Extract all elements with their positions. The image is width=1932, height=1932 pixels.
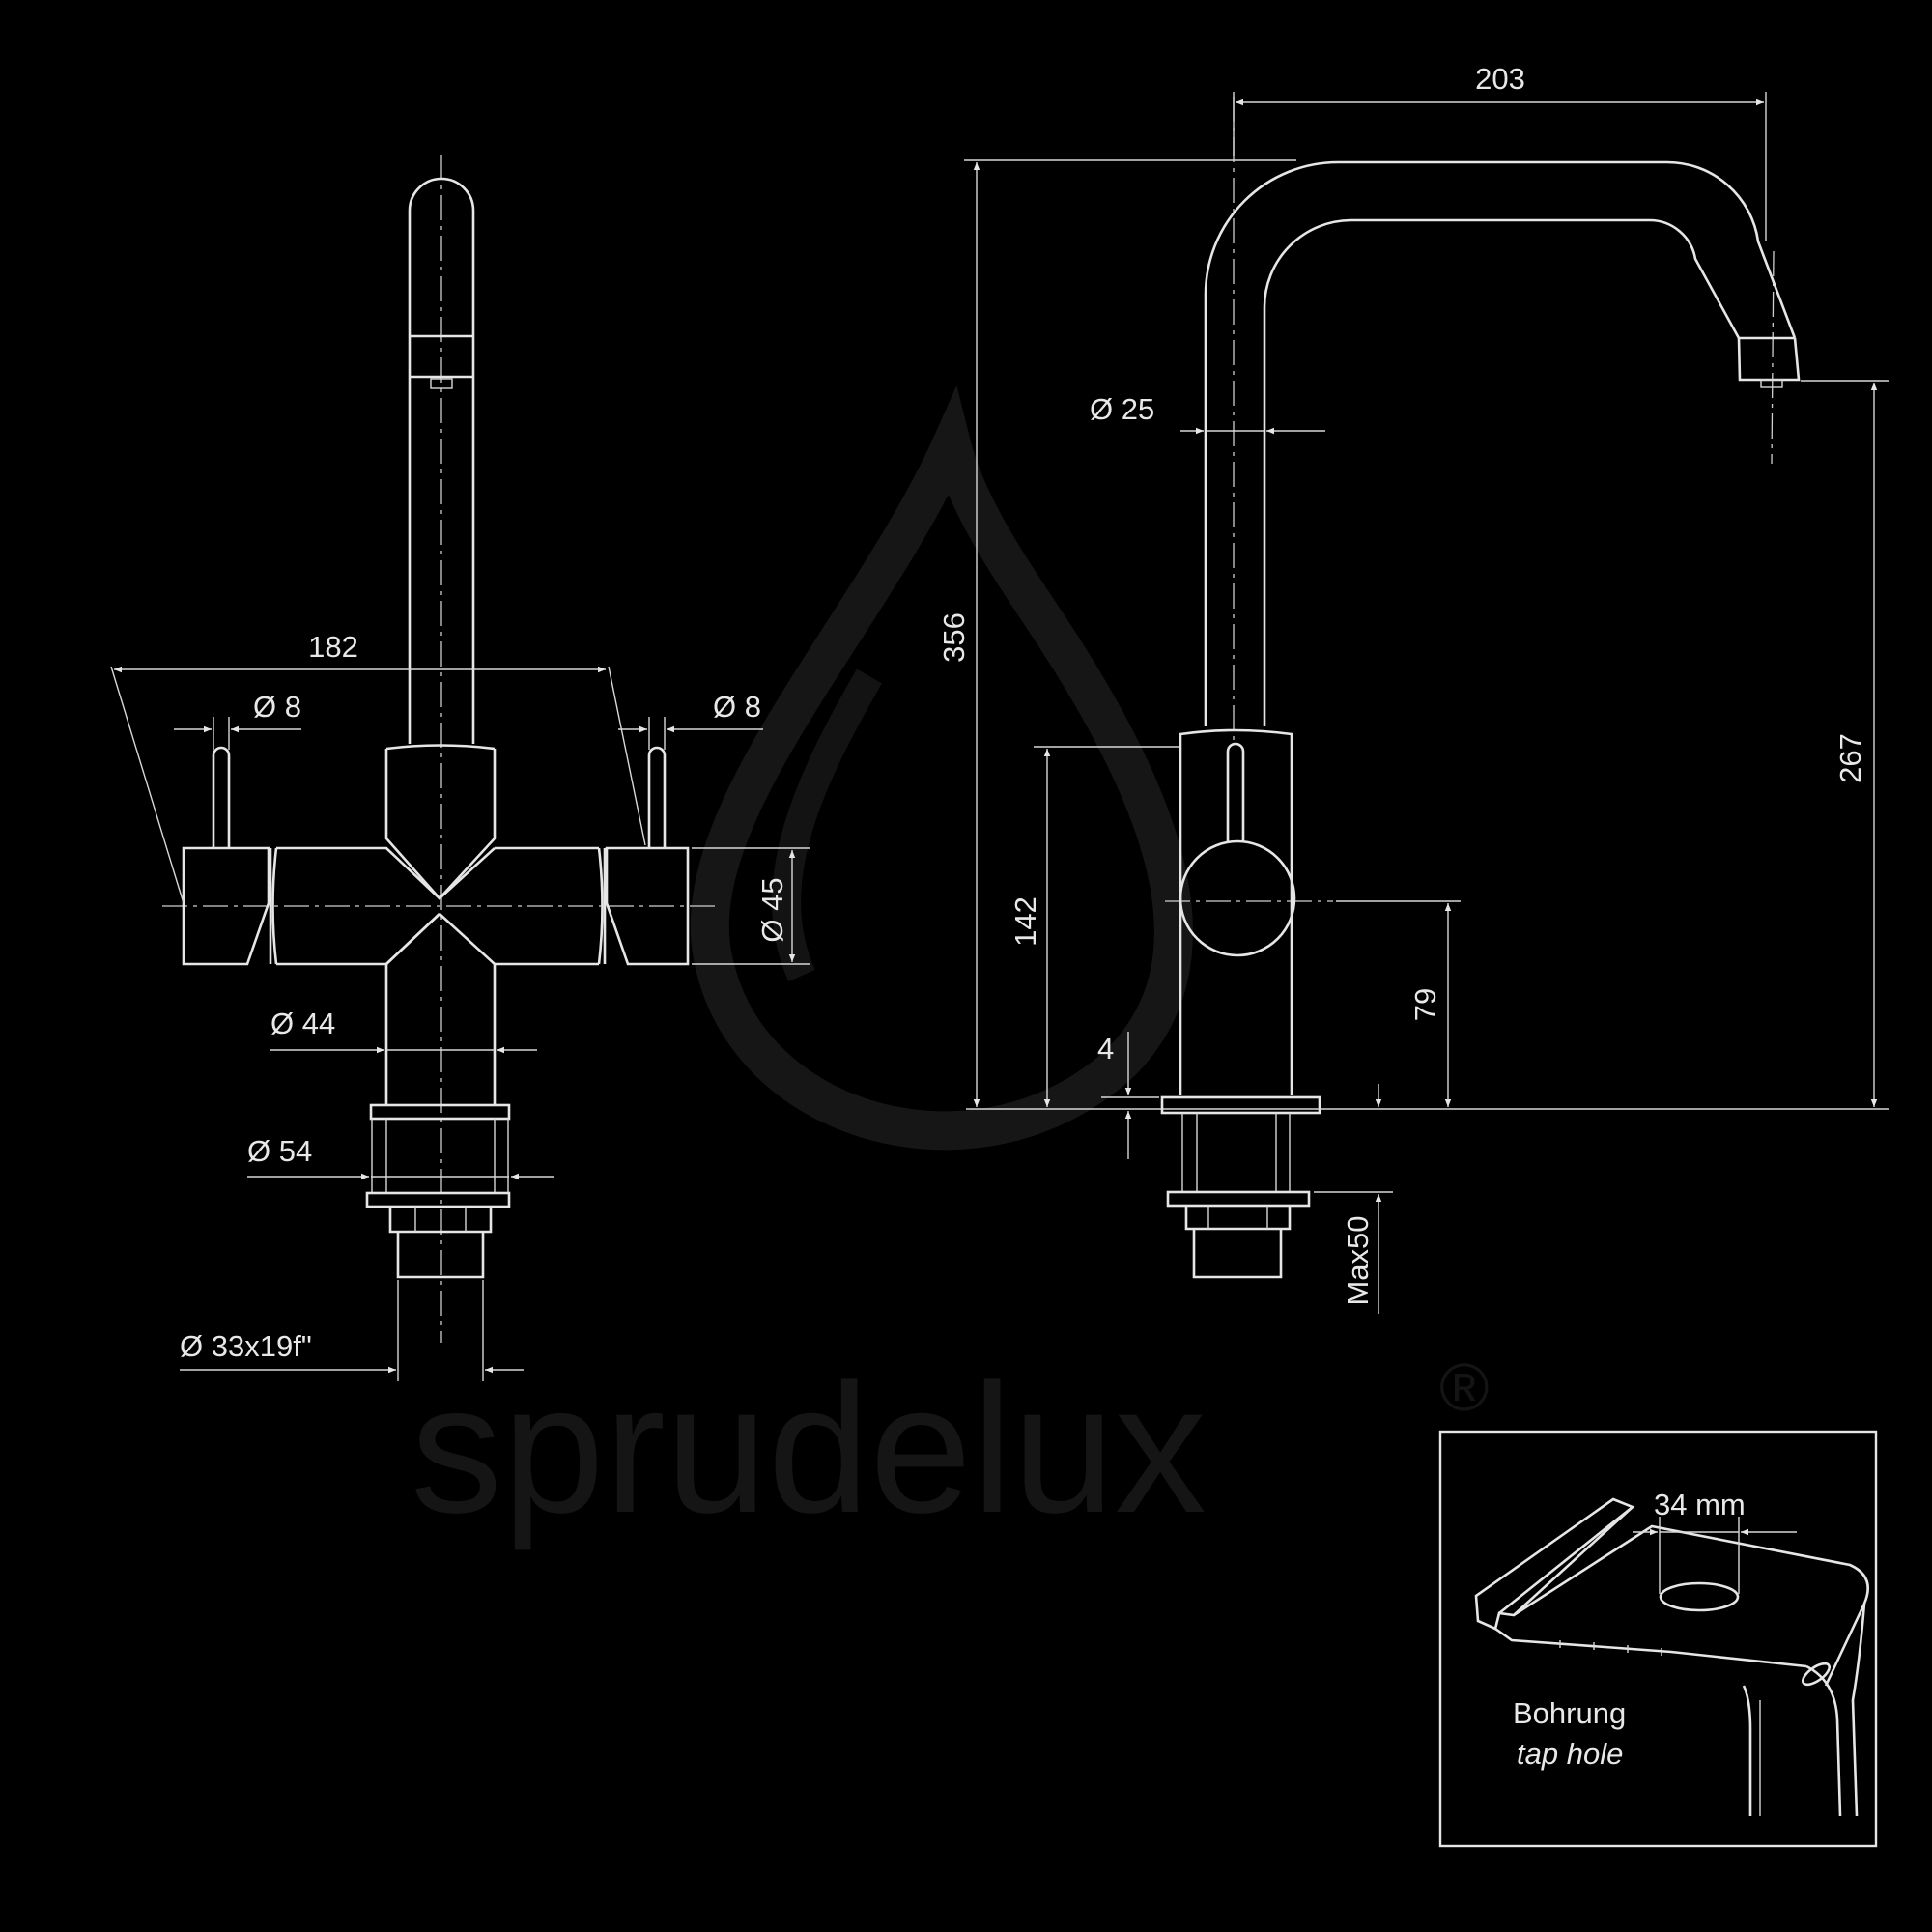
dim-reach-203: 203 [1475, 62, 1525, 96]
inset-label-bohrung: Bohrung [1513, 1696, 1626, 1730]
dim-base-4: 4 [1097, 1032, 1114, 1065]
dim-body-d45: Ø 45 [755, 877, 789, 942]
side-view: 203 Ø 25 356 142 79 267 4 Max50 [937, 62, 1889, 1314]
inset-label-tap-hole: tap hole [1517, 1737, 1623, 1771]
dim-neck-d44: Ø 44 [270, 1007, 335, 1040]
dim-base-d54: Ø 54 [247, 1134, 312, 1168]
water-drop-icon [690, 385, 1193, 1151]
dim-spout-d25: Ø 25 [1090, 392, 1154, 426]
dim-max50: Max50 [1341, 1215, 1375, 1305]
dim-lever-142: 142 [1009, 896, 1042, 947]
dim-hole-34mm: 34 mm [1654, 1488, 1746, 1521]
dim-connection-d33: Ø 33x19f" [180, 1329, 312, 1363]
watermark-logo: sprudelux ® [411, 385, 1490, 1551]
dim-outlet-267: 267 [1833, 733, 1867, 783]
dim-width-182: 182 [308, 630, 358, 664]
watermark-brand: sprudelux [411, 1347, 1207, 1551]
dim-height-356: 356 [937, 612, 971, 663]
dim-lever-right-d8: Ø 8 [713, 690, 761, 724]
dim-body-center-79: 79 [1408, 988, 1442, 1021]
front-view: 182 Ø 8 Ø 8 Ø 45 Ø 44 Ø 54 Ø 33x19f [110, 155, 810, 1381]
tap-hole-inset: 34 mm Bohrung tap hole [1438, 1430, 1878, 1848]
watermark-registered: ® [1439, 1350, 1490, 1425]
dim-lever-left-d8: Ø 8 [253, 690, 301, 724]
